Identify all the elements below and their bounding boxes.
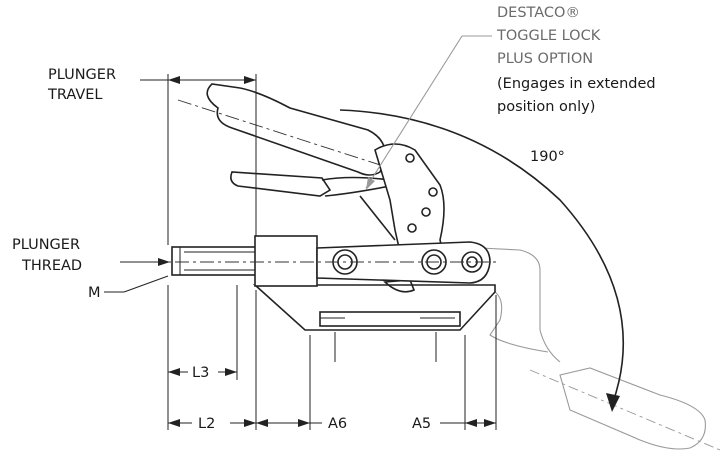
toggle-arm <box>374 143 445 253</box>
dim-lines-bottom <box>167 285 497 430</box>
leader-toggle-lock <box>365 35 492 190</box>
angle-label: 190° <box>530 149 565 165</box>
clamp-base <box>252 279 496 331</box>
handle-retracted <box>177 83 403 176</box>
dim-l2-label: L2 <box>198 416 215 432</box>
handle-extended-position <box>479 247 721 451</box>
dim-a5-label: A5 <box>412 416 431 432</box>
plunger-travel-label-1: PLUNGER <box>48 67 116 83</box>
option-label-1: DESTACO® <box>497 5 580 21</box>
option-label-5: position only) <box>497 99 595 115</box>
dim-a6-label: A6 <box>328 416 347 432</box>
leader-plunger-thread <box>104 258 170 293</box>
dim-plunger-travel <box>140 74 257 245</box>
plunger-assembly <box>150 235 498 287</box>
plunger-thread-label-1: PLUNGER <box>12 237 80 253</box>
option-label-4: (Engages in extended <box>497 76 656 92</box>
plunger-thread-label-2: THREAD <box>21 258 82 274</box>
option-label-3: PLUS OPTION <box>497 51 593 67</box>
dim-l3-label: L3 <box>192 365 209 381</box>
option-label-2: TOGGLE LOCK <box>496 28 601 44</box>
plunger-thread-label-3: M <box>88 285 101 301</box>
plunger-travel-label-2: TRAVEL <box>47 87 103 103</box>
